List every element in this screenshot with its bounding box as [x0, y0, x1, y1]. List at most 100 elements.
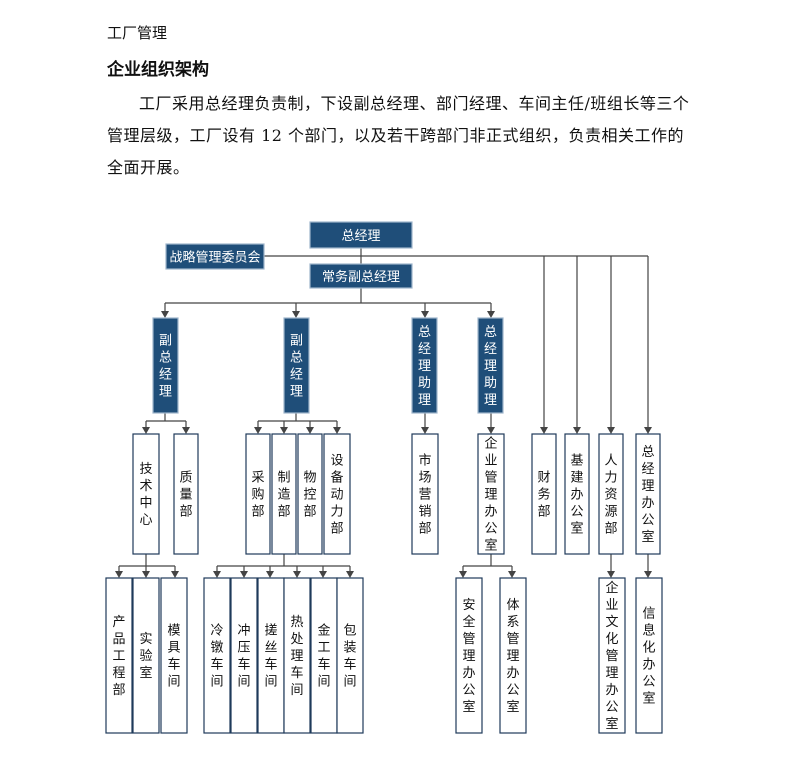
- node-label: 财务部: [537, 471, 550, 520]
- node-label: 总经理助理: [484, 325, 497, 408]
- node-box: [132, 433, 160, 555]
- node-label: 设备动力部: [330, 454, 343, 537]
- node-label: 总经理: [341, 229, 380, 244]
- node-box: [271, 433, 297, 555]
- arrow-head: [487, 311, 495, 318]
- arrow-head: [142, 571, 150, 578]
- node-it-office: 信息化办公室: [635, 577, 663, 734]
- node-box: [499, 577, 527, 734]
- node-box: [283, 577, 311, 734]
- arrow-head: [213, 571, 221, 578]
- node-label: 安全管理办公室: [462, 598, 475, 715]
- arrow-head: [508, 571, 516, 578]
- node-equipment-power: 设备动力部: [323, 433, 351, 555]
- arrow-head: [573, 427, 581, 434]
- node-label: 模具车间: [167, 624, 180, 690]
- arrow-head: [306, 427, 314, 434]
- node-construction-office: 基建办公室: [564, 433, 590, 555]
- node-culture-office: 企业文化管理办公室: [598, 577, 626, 734]
- node-box: [283, 317, 310, 414]
- section-title: 企业组织架构: [107, 60, 209, 80]
- node-label: 产品工程部: [112, 615, 125, 698]
- arrow-head: [421, 427, 429, 434]
- arrow-head: [182, 427, 190, 434]
- node-box: [323, 433, 351, 555]
- node-box: [411, 317, 438, 414]
- arrow-head: [421, 311, 429, 318]
- node-label: 副总经理: [290, 334, 303, 400]
- node-tech-center: 技术中心: [132, 433, 160, 555]
- node-label: 采购部: [251, 471, 264, 520]
- node-box: [455, 577, 483, 734]
- node-box: [152, 317, 179, 414]
- node-label: 总经理助理: [418, 325, 431, 408]
- node-vp1: 副总经理: [152, 317, 179, 414]
- node-box: [203, 577, 231, 734]
- node-label: 人力资源部: [604, 454, 617, 537]
- node-mold-workshop: 模具车间: [160, 577, 188, 734]
- arrow-head: [266, 571, 274, 578]
- node-box: [165, 243, 265, 270]
- node-label: 实验室: [139, 632, 152, 681]
- node-label: 制造部: [277, 471, 290, 520]
- node-box: [477, 317, 504, 414]
- node-box: [297, 433, 323, 555]
- arrow-head: [540, 427, 548, 434]
- node-box: [173, 433, 199, 555]
- node-label: 金工车间: [317, 623, 330, 690]
- node-manufacturing: 制造部: [271, 433, 297, 555]
- arrow-head: [459, 571, 467, 578]
- node-box: [336, 577, 364, 734]
- node-label: 战略管理委员会: [169, 250, 260, 266]
- arrow-head: [292, 311, 300, 318]
- node-box: [564, 433, 590, 555]
- node-label: 包装车间: [343, 624, 356, 690]
- node-label: 冲压车间: [237, 624, 250, 690]
- node-hr: 人力资源部: [598, 433, 624, 555]
- node-purchasing: 采购部: [245, 433, 271, 555]
- node-assistant2: 总经理助理: [477, 317, 504, 414]
- node-label: 总经理办公室: [641, 445, 654, 545]
- node-safety-office: 安全管理办公室: [455, 577, 483, 734]
- arrow-head: [346, 571, 354, 578]
- node-label: 企业管理办公室: [484, 436, 497, 554]
- node-box: [310, 577, 338, 734]
- node-assistant1: 总经理助理: [411, 317, 438, 414]
- node-box: [309, 221, 413, 249]
- node-packaging-workshop: 包装车间: [336, 577, 364, 734]
- arrow-head: [487, 427, 495, 434]
- arrow-head: [644, 427, 652, 434]
- node-metalwork-workshop: 金工车间: [310, 577, 338, 734]
- node-box: [531, 433, 557, 555]
- node-vp2: 副总经理: [283, 317, 310, 414]
- node-box: [411, 433, 439, 555]
- node-box: [160, 577, 188, 734]
- document-header: 工厂管理: [107, 24, 168, 42]
- node-executive-vp: 常务副总经理: [309, 263, 413, 289]
- arrow-head: [171, 571, 179, 578]
- arrow-head: [254, 427, 262, 434]
- arrow-head: [607, 571, 615, 578]
- node-label: 基建办公室: [570, 454, 583, 537]
- arrow-head: [607, 427, 615, 434]
- arrow-head: [115, 571, 123, 578]
- arrow-head: [142, 427, 150, 434]
- node-label: 企业文化管理办公室: [605, 580, 618, 732]
- node-material-control: 物控部: [297, 433, 323, 555]
- node-box: [230, 577, 258, 734]
- node-box: [132, 577, 160, 734]
- node-system-office: 体系管理办公室: [499, 577, 527, 734]
- node-quality: 质量部: [173, 433, 199, 555]
- node-box: [635, 433, 661, 555]
- arrow-head: [161, 311, 169, 318]
- arrow-head: [280, 427, 288, 434]
- node-heat-treatment-workshop: 热处理车间: [283, 577, 311, 734]
- node-box: [245, 433, 271, 555]
- node-box: [598, 577, 626, 734]
- node-label: 市场营销部: [418, 453, 431, 537]
- node-box: [309, 263, 413, 289]
- node-stamping-workshop: 冲压车间: [230, 577, 258, 734]
- arrow-head: [319, 571, 327, 578]
- node-product-engineering: 产品工程部: [105, 577, 133, 734]
